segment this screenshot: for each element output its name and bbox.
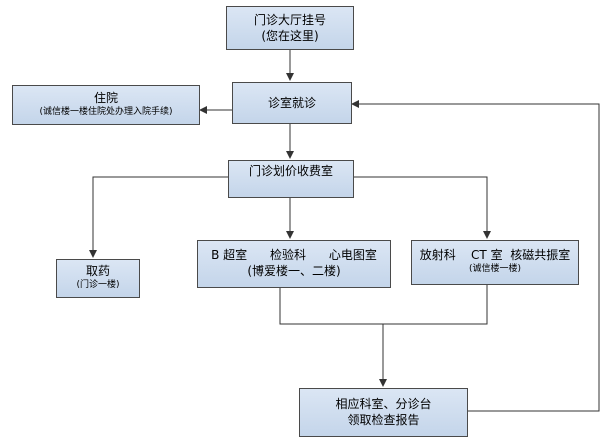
report-pickup-action: 领取检查报告 [347,413,420,427]
registration-title: 门诊大厅挂号 [253,13,326,27]
arrow-billing-to-radiology [354,176,491,239]
node-hospitalization: 住院 (诚信楼一楼住院处办理入院手续) [12,85,200,125]
node-consultation: 诊室就诊 [232,82,352,124]
node-billing: 门诊划价收费室 [228,160,354,198]
arrow-billing-to-pharmacy [89,176,228,258]
registration-note: (您在这里) [261,29,319,43]
lab-exams-departments: B 超室 检验科 心电图室 [211,248,377,262]
report-pickup-location: 相应科室、分诊台 [335,397,432,411]
hospitalization-note: (诚信楼一楼住院处办理入院手续) [39,107,173,117]
lab-exams-location: (博爱楼一、二楼) [247,264,341,278]
radiology-departments: 放射科 CT 室 核磁共振室 [419,248,571,262]
node-report-pickup: 相应科室、分诊台 领取检查报告 [299,388,468,437]
pharmacy-title: 取药 [85,264,110,278]
node-radiology: 放射科 CT 室 核磁共振室 (诚信楼一楼) [411,240,579,285]
billing-title: 门诊划价收费室 [248,164,333,178]
node-lab-exams: B 超室 检验科 心电图室 (博爱楼一、二楼) [197,240,391,288]
consultation-title: 诊室就诊 [267,96,316,110]
node-registration: 门诊大厅挂号 (您在这里) [226,6,354,50]
merge-lab-to-report [279,285,488,325]
pharmacy-note: (门诊一楼) [76,280,120,290]
hospitalization-title: 住院 [93,91,118,105]
arrow-report-to-consultation [351,100,600,412]
node-pharmacy: 取药 (门诊一楼) [56,259,140,298]
radiology-location: (诚信楼一楼) [468,264,522,274]
